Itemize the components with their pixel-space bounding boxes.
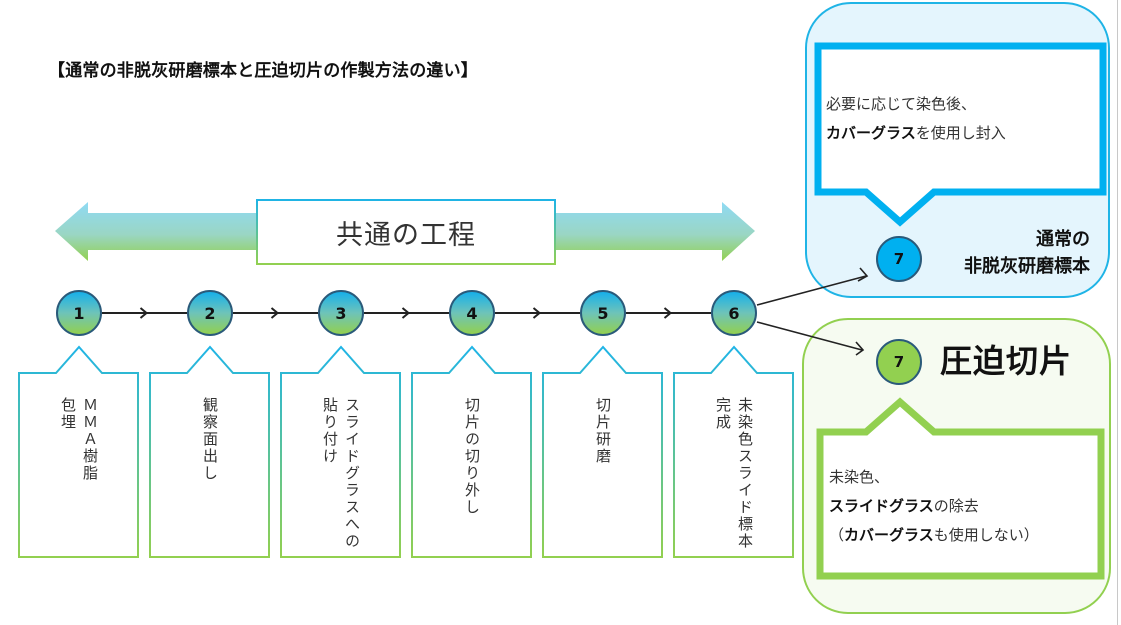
step-6-circle: 6 bbox=[711, 290, 757, 336]
normal-note-callout bbox=[814, 42, 1107, 227]
pressed-note-rest-1: の除去 bbox=[933, 497, 979, 515]
step-4-circle: 4 bbox=[449, 290, 495, 336]
step-6-description: 未染色スライド標本完成 bbox=[712, 397, 756, 550]
step-3-circle: 3 bbox=[318, 290, 364, 336]
branch-arrowhead-normal bbox=[857, 267, 869, 282]
step-2-callout-box bbox=[149, 345, 270, 558]
pressed-note-line1: 未染色、 bbox=[829, 468, 890, 486]
step-connector-chevron bbox=[532, 307, 542, 319]
normal-label-line1: 通常の bbox=[1036, 229, 1090, 250]
normal-note-bold: カバーグラス bbox=[826, 124, 916, 142]
normal-note-text: 必要に応じて染色後、 カバーグラスを使用し封入 bbox=[826, 90, 1006, 148]
step-5-text-line: 切片研磨 bbox=[594, 397, 612, 465]
step-3-description: スライドグラスへの貼り付け bbox=[319, 397, 363, 550]
step-5-callout-box bbox=[542, 345, 663, 558]
step-1-callout-box bbox=[18, 345, 139, 558]
step-5-circle: 5 bbox=[580, 290, 626, 336]
step-4-callout-box bbox=[411, 345, 532, 558]
diagram-title: 【通常の非脱灰研磨標本と圧迫切片の作製方法の違い】 bbox=[48, 61, 478, 81]
branch-arrow-pressed bbox=[756, 321, 863, 351]
normal-note-line2: カバーグラスを使用し封入 bbox=[826, 119, 1006, 148]
pressed-section-label: 圧迫切片 bbox=[940, 342, 1073, 380]
step-1-circle: 1 bbox=[56, 290, 102, 336]
step-callouts bbox=[18, 345, 794, 558]
step-6-callout-box bbox=[673, 345, 794, 558]
pressed-note-callout bbox=[816, 397, 1105, 580]
page-edge-divider bbox=[1117, 0, 1118, 625]
normal-note-rest: を使用し封入 bbox=[915, 124, 1006, 142]
step-2-text-line: 観察面出し bbox=[201, 397, 219, 482]
pressed-note-open: （ bbox=[829, 526, 845, 544]
step-connector-chevron bbox=[401, 307, 411, 319]
step-6-text-line: 完成 bbox=[714, 397, 732, 431]
step-4-text-line: 切片の切り外し bbox=[463, 397, 481, 516]
branch-arrowhead-pressed bbox=[855, 341, 865, 356]
pressed-note-rest-2: も使用しない） bbox=[933, 526, 1039, 544]
pressed-note-text: 未染色、 スライドグラスの除去 （カバーグラスも使用しない） bbox=[829, 463, 1039, 550]
step-3-callout-box bbox=[280, 345, 401, 558]
normal-label-line2: 非脱灰研磨標本 bbox=[964, 256, 1090, 277]
step-6-text-line: 未染色スライド標本 bbox=[736, 397, 754, 550]
common-process-label: 共通の工程 bbox=[256, 199, 556, 265]
step-connector-chevron bbox=[270, 307, 280, 319]
step-connectors bbox=[102, 307, 711, 319]
step-connector-chevron bbox=[663, 307, 673, 319]
step-1-text-line: ＭＭＡ樹脂 bbox=[81, 397, 99, 482]
pressed-note-line3: （カバーグラスも使用しない） bbox=[829, 521, 1039, 550]
step-1-description: ＭＭＡ樹脂包埋 bbox=[57, 397, 101, 482]
pressed-note-line2: スライドグラスの除去 bbox=[829, 492, 1039, 521]
step-4-description: 切片の切り外し bbox=[461, 397, 483, 516]
step-2-description: 観察面出し bbox=[199, 397, 221, 482]
step-7-pressed-circle: 7 bbox=[876, 339, 922, 385]
step-3-text-line: スライドグラスへの bbox=[343, 397, 361, 550]
step-7-normal-circle: 7 bbox=[876, 236, 922, 282]
pressed-note-bold-1: スライドグラス bbox=[829, 497, 934, 515]
pressed-note-bold-2: カバーグラス bbox=[844, 526, 934, 544]
step-3-text-line: 貼り付け bbox=[321, 397, 339, 465]
normal-specimen-label: 通常の 非脱灰研磨標本 bbox=[918, 226, 1090, 280]
step-5-description: 切片研磨 bbox=[592, 397, 614, 465]
normal-note-line1: 必要に応じて染色後、 bbox=[826, 95, 977, 113]
step-1-text-line: 包埋 bbox=[59, 397, 77, 431]
branch-arrow-normal bbox=[756, 275, 867, 306]
step-connector-chevron bbox=[139, 307, 149, 319]
step-2-circle: 2 bbox=[187, 290, 233, 336]
